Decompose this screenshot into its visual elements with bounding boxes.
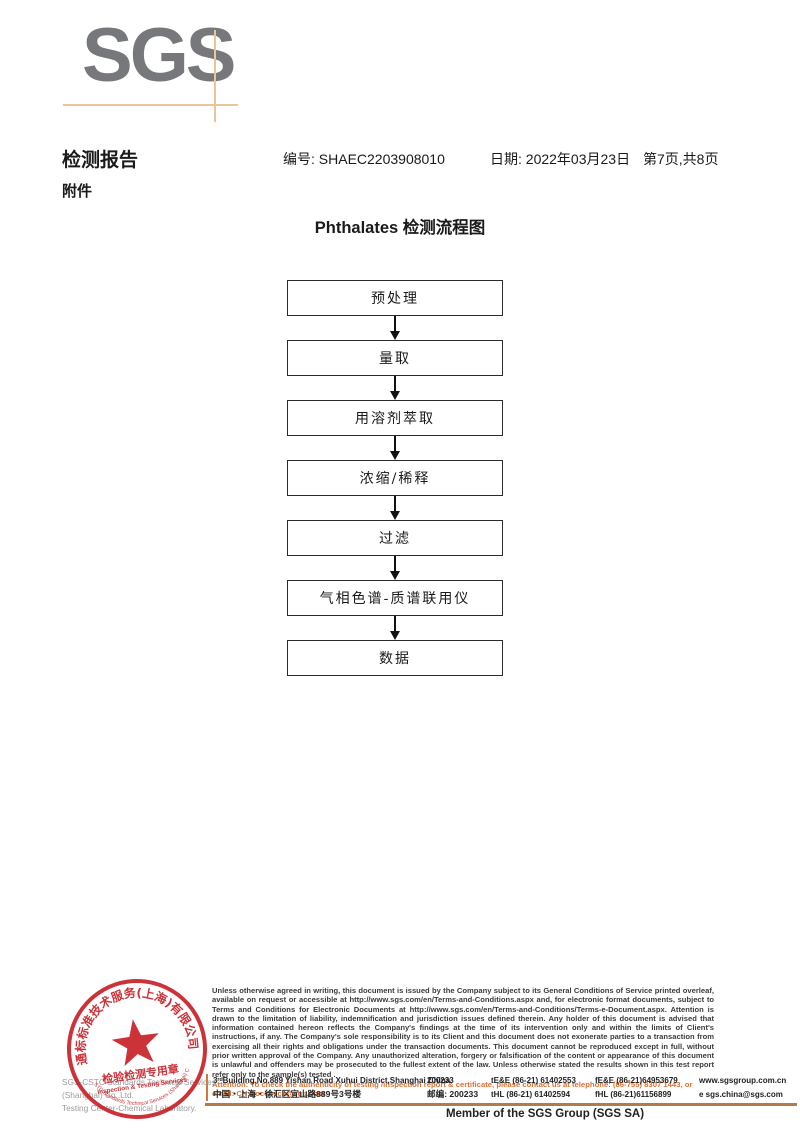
page-indicator: 第7页,共8页 [643,151,719,167]
flow-step-solvent-extraction: 用溶剂萃取 [287,400,503,436]
flow-arrow-icon [390,556,400,580]
phone-hl: tHL (86-21) 61402594 [491,1089,571,1099]
website-url: www.sgsgroup.com.cn [699,1076,787,1085]
stamp-ring [67,979,207,1119]
address-row-en: 3ʳᵈBuilding,No.889 Yishan Road Xuhui Dis… [213,1074,798,1088]
report-date: 日期: 2022年03月23日 [490,151,631,167]
flow-step-gcms: 气相色谱-质谱联用仪 [287,580,503,616]
legal-block: Unless otherwise agreed in writing, this… [212,986,714,1099]
sgs-logo: SGS [82,13,236,98]
stamp-icon: 通标标准技术服务(上海)有限公司 检验检测专用章 Inspection & Te… [50,964,207,1119]
company-name-block: SGS-CSTC Standards Technical Services (S… [62,1076,232,1115]
company-name-line2: Testing Center-Chemical Laboratory. [62,1103,197,1113]
flow-arrow-icon [390,436,400,460]
report-title: 检测报告 [62,150,139,171]
flow-step-pretreatment: 预处理 [287,280,503,316]
flow-arrow-icon [390,316,400,340]
postcode-cn: 邮编: 200233 [427,1088,479,1099]
flow-arrow-icon [390,496,400,520]
attention-notice: Attention: To check the authenticity of … [212,1079,693,1099]
email-address: e sgs.china@sgs.com [699,1089,783,1099]
fax-ee: fE&E (86-21)64953679 [595,1076,678,1085]
flow-step-concentrate-dilute: 浓缩/稀释 [287,460,503,496]
logo-horizontal-line [63,104,238,106]
flow-step-filter: 过滤 [287,520,503,556]
company-name-line1: SGS-CSTC Standards Technical Services (S… [62,1077,216,1100]
footer-divider-line [205,1103,797,1106]
flowchart-title: Phthalates 检测流程图 [314,219,486,237]
star-icon [111,1019,159,1067]
attachment-label: 附件 [62,183,93,200]
address-cn: 中国・上海・徐汇区宜山路889号3号楼 [213,1088,362,1099]
flow-step-data: 数据 [287,640,503,676]
address-row-cn: 中国・上海・徐汇区宜山路889号3号楼 邮编: 200233 tHL (86-2… [213,1088,798,1102]
address-en: 3ʳᵈBuilding,No.889 Yishan Road Xuhui Dis… [213,1076,451,1085]
flow-step-measure: 量取 [287,340,503,376]
address-block: 3ʳᵈBuilding,No.889 Yishan Road Xuhui Dis… [206,1074,798,1101]
legal-disclaimer-text: Unless otherwise agreed in writing, this… [212,986,714,1079]
report-number: 编号: SHAEC2203908010 [283,151,445,167]
phone-ee: tE&E (86-21) 61402553 [491,1076,576,1085]
fax-hl: fHL (86-21)61156899 [595,1089,672,1099]
flow-arrow-icon [390,376,400,400]
flow-arrow-icon [390,616,400,640]
logo-vertical-line [214,30,216,122]
inspection-stamp-seal: 通标标准技术服务(上海)有限公司 检验检测专用章 Inspection & Te… [50,964,221,1131]
postcode-en: 200233 [427,1076,454,1085]
sgs-member-text: Member of the SGS Group (SGS SA) [445,1108,645,1120]
